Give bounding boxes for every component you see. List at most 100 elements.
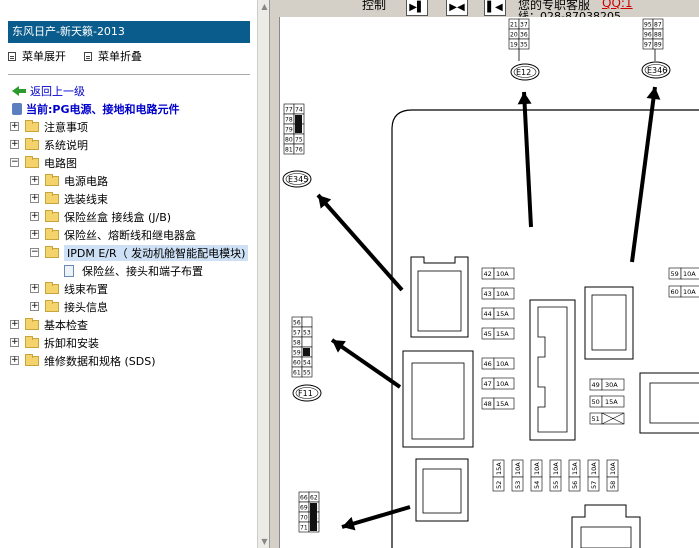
toolbar: 控制 ▶▌ ▶◀ ▌◀ 您的专职客服 QQ:1 线：028-87038205 <box>270 0 699 23</box>
double-button[interactable]: ▶◀ <box>446 0 468 16</box>
fuse-amp-box <box>601 378 625 391</box>
ipdm-housing <box>391 109 699 548</box>
arrow-head <box>517 92 532 105</box>
pin-number: 81 <box>285 147 293 154</box>
collapse-minus-icon[interactable]: − <box>30 247 39 257</box>
pin-number: 89 <box>654 42 662 49</box>
pin-number: 78 <box>285 117 293 124</box>
connector-label: F11 <box>298 389 313 398</box>
folder-icon <box>45 227 59 240</box>
tree-item[interactable]: +系统说明 <box>10 136 88 153</box>
fuse-number: 44 <box>484 310 492 318</box>
tree-item[interactable]: +基本检查 <box>10 316 88 333</box>
expand-plus-icon[interactable]: + <box>10 319 19 329</box>
prev-button[interactable]: ▌◀ <box>484 0 506 16</box>
folder-icon <box>45 173 59 186</box>
vertical-scrollbar[interactable]: ▲ ▼ <box>257 0 269 548</box>
fuse-amp: 15A <box>496 330 509 338</box>
expand-plus-icon[interactable]: + <box>30 283 39 293</box>
connector-oval-inner <box>285 173 309 185</box>
connector-oval-inner <box>644 64 668 76</box>
document-icon <box>8 51 16 61</box>
fuse-amp-box <box>493 307 515 320</box>
collapse-minus-icon[interactable]: − <box>10 157 19 167</box>
expand-plus-icon[interactable]: + <box>10 337 19 347</box>
back-link[interactable]: 返回上一级 <box>12 83 85 99</box>
expand-plus-icon[interactable]: + <box>10 355 19 365</box>
tree-item[interactable]: 保险丝、接头和端子布置 <box>50 262 203 279</box>
menu-row: 菜单展开 菜单折叠 <box>8 48 142 64</box>
control-label: 控制 <box>362 0 387 12</box>
pin-number: 55 <box>303 370 311 377</box>
app-title: 东风日产-新天籁-2013 <box>8 21 250 43</box>
tree-item[interactable]: +拆卸和安装 <box>10 334 99 351</box>
folder-icon <box>45 245 59 258</box>
expand-menu-button[interactable]: 菜单展开 <box>8 48 66 64</box>
pin-number: 53 <box>303 330 311 337</box>
fuse-amp: 15A <box>571 462 579 475</box>
expand-plus-icon[interactable]: + <box>30 193 39 203</box>
fuse-number: 60 <box>671 288 679 296</box>
expand-plus-icon[interactable]: + <box>30 229 39 239</box>
fuse-amp: 10A <box>683 288 696 296</box>
connector-oval-inner <box>513 66 537 78</box>
pin-number: 54 <box>303 360 311 367</box>
tree-item-label: 维修数据和规格 (SDS) <box>44 354 156 368</box>
fuse-amp: 10A <box>533 462 541 475</box>
fuse-number: 53 <box>514 481 522 489</box>
tree-item[interactable]: + 保险丝、熔断线和继电器盒 <box>30 226 196 243</box>
service-qq-link[interactable]: QQ:1 <box>602 0 633 10</box>
tree-item[interactable]: +选装线束 <box>30 190 108 207</box>
expand-plus-icon[interactable]: + <box>30 175 39 185</box>
pin-number: 76 <box>295 147 303 154</box>
tree-item[interactable]: −IPDM E/R（ 发动机舱智能配电模块) <box>30 244 249 261</box>
fuse-cross <box>601 412 625 425</box>
fuse-amp-box <box>493 267 515 280</box>
fuse-amp: 10A <box>683 270 696 278</box>
tree-item[interactable]: +电源电路 <box>30 172 108 189</box>
collapse-menu-button[interactable]: 菜单折叠 <box>84 48 142 64</box>
pin-number: 58 <box>293 340 301 347</box>
fuse-number-box <box>492 476 505 492</box>
pin-number: 97 <box>644 42 652 49</box>
fuse-amp-box <box>601 395 625 408</box>
tree-item[interactable]: + 维修数据和规格 (SDS) <box>10 352 156 369</box>
expand-plus-icon[interactable]: + <box>30 211 39 221</box>
tree-item[interactable]: +保险丝盒 接线盒 (J/B) <box>30 208 171 225</box>
tree-item-label: 保险丝、熔断线和继电器盒 <box>64 228 196 242</box>
scroll-down-icon[interactable]: ▼ <box>261 537 268 546</box>
expand-plus-icon[interactable]: + <box>10 139 19 149</box>
arrow-head <box>318 195 332 209</box>
pin-number: 36 <box>520 32 528 39</box>
connector-inner <box>580 526 632 548</box>
pin-block <box>303 348 310 356</box>
folder-icon <box>25 335 39 348</box>
connector-housing <box>571 504 641 548</box>
connector-housing <box>639 372 699 434</box>
computer-icon <box>12 103 22 115</box>
fuse-number-box <box>530 476 543 492</box>
tree-item-label: 线束布置 <box>64 282 108 296</box>
connector-housing <box>584 286 634 360</box>
fuse-number: 54 <box>533 481 541 489</box>
expand-plus-icon[interactable]: + <box>10 121 19 131</box>
folder-icon <box>25 353 39 366</box>
fuse-number: 46 <box>484 360 492 368</box>
scroll-up-icon[interactable]: ▲ <box>261 2 268 11</box>
tree-item[interactable]: +接头信息 <box>30 298 108 315</box>
fuse-amp: 10A <box>590 462 598 475</box>
expand-plus-icon[interactable]: + <box>30 301 39 311</box>
pointer-arrow <box>316 193 404 292</box>
tree-item-label: 保险丝、接头和端子布置 <box>82 264 203 278</box>
splitter[interactable] <box>270 17 279 548</box>
fuse-number-box <box>568 476 581 492</box>
pin-number: 77 <box>285 107 293 114</box>
folder-icon <box>25 137 39 150</box>
tree-item[interactable]: +注意事项 <box>10 118 88 135</box>
play-right-icon: ▶▌ <box>409 1 425 13</box>
tree-item[interactable]: + 线束布置 <box>30 280 108 297</box>
tree-item[interactable]: −电路图 <box>10 154 77 171</box>
next-button[interactable]: ▶▌ <box>406 0 428 16</box>
pin-number: 37 <box>520 22 528 29</box>
connector-housing <box>415 458 469 522</box>
